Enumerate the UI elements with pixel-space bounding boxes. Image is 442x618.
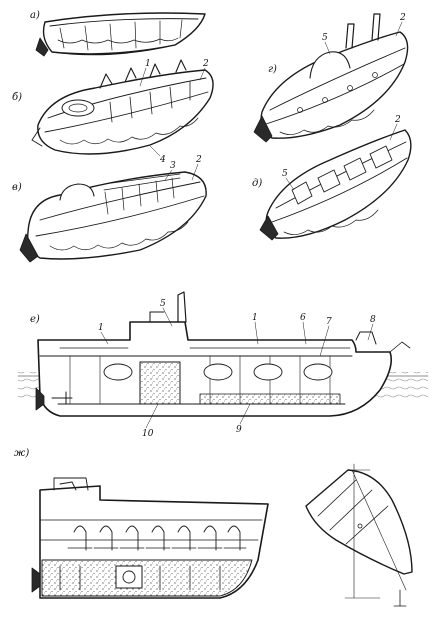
panel-zh-cutaway: ж) <box>14 448 413 607</box>
panel-a-open-boat: а) <box>30 10 206 57</box>
panel-g-callout-5: 5 <box>322 33 328 43</box>
panel-e-callout-5: 5 <box>160 299 166 309</box>
panel-d-callout-5: 5 <box>282 169 288 179</box>
panel-e-callout-7: 7 <box>326 317 332 327</box>
panel-e-letter: е) <box>30 314 40 325</box>
panel-e-callout-6: 6 <box>300 313 306 323</box>
panel-d-letter: д) <box>252 178 262 189</box>
panel-e-callout-10: 10 <box>142 429 154 439</box>
panel-d-partially-covered-boat: д) 5 2 <box>252 115 412 241</box>
panel-e-callout-9: 9 <box>236 425 242 435</box>
panel-g-callout-2: 2 <box>399 13 406 23</box>
panel-b-callout-1: 1 <box>145 59 151 69</box>
panel-v-callout-3: 3 <box>170 161 176 171</box>
panel-b-callout-4: 4 <box>159 155 166 165</box>
panel-e-callout-1a: 1 <box>98 323 104 333</box>
panel-v-letter: в) <box>12 182 22 193</box>
engine-block <box>139 361 181 405</box>
panel-b-enclosed-boat: б) 1 2 4 <box>12 59 214 165</box>
panel-d-callout-2: 2 <box>394 115 401 125</box>
tilted-boat-stability <box>305 463 413 607</box>
panel-v-covered-boat: в) 3 2 <box>12 155 207 263</box>
panel-e-callout-8: 8 <box>370 315 376 325</box>
panel-g-tanker-boat: г) 5 2 <box>253 13 409 143</box>
panel-e-callout-1b: 1 <box>252 313 258 323</box>
panel-e-section-view: е) 5 1 1 6 7 8 9 1 <box>17 291 429 439</box>
panel-v-callout-2: 2 <box>195 155 202 165</box>
panel-b-letter: б) <box>12 92 22 103</box>
panel-g-letter: г) <box>268 64 277 75</box>
bottom-tanks <box>199 393 341 405</box>
panel-a-letter: а) <box>30 10 40 21</box>
panel-zh-letter: ж) <box>14 448 29 459</box>
panel-b-callout-2: 2 <box>202 59 209 69</box>
seat-rows <box>67 525 247 551</box>
